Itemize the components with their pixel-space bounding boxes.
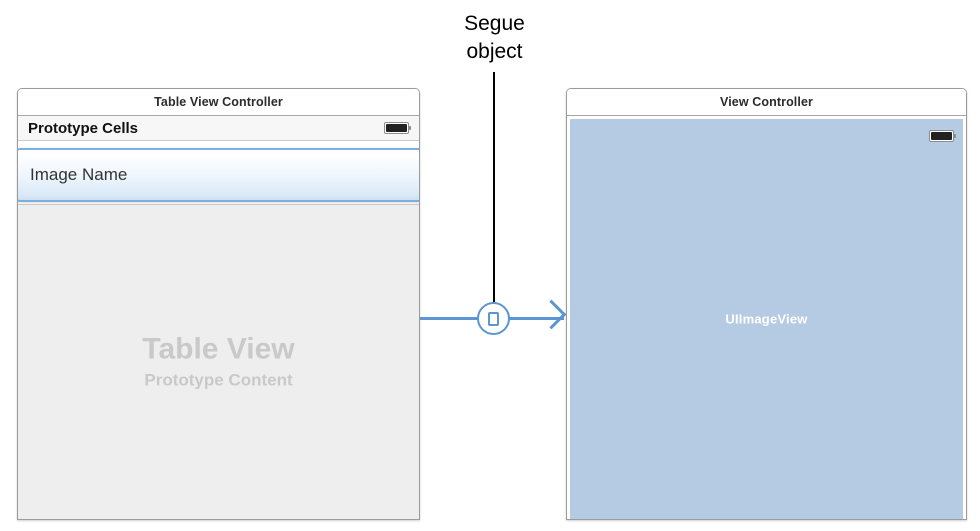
scene-titlebar-view-controller: View Controller xyxy=(567,89,966,116)
table-view-placeholder: Table View Prototype Content xyxy=(18,331,419,390)
segue-leader-line xyxy=(493,72,495,304)
view-controller-canvas[interactable]: UIImageView xyxy=(567,116,966,519)
segue-badge-icon[interactable] xyxy=(477,302,510,335)
uiimageview-label: UIImageView xyxy=(725,311,808,327)
scene-title-view-controller: View Controller xyxy=(720,95,813,109)
table-view[interactable]: Prototype Cells Image Name Table View Pr… xyxy=(18,116,419,519)
segue-caption-line-1: Segue xyxy=(464,12,525,35)
table-view-section-header: Prototype Cells xyxy=(18,116,419,141)
table-view-section-header-label: Prototype Cells xyxy=(28,119,139,137)
battery-icon xyxy=(384,122,411,134)
scene-table-view-controller[interactable]: Table View Controller Prototype Cells Im… xyxy=(17,88,420,520)
prototype-cell-label: Image Name xyxy=(30,165,128,184)
battery-icon xyxy=(929,130,956,142)
segue-push-glyph-icon xyxy=(488,311,499,326)
scene-view-controller[interactable]: View Controller UIImageView xyxy=(566,88,967,520)
prototype-cell[interactable]: Image Name xyxy=(18,148,419,202)
scene-titlebar-table-view-controller: Table View Controller xyxy=(18,89,419,116)
table-view-content-area[interactable]: Table View Prototype Content xyxy=(18,204,419,519)
uiimageview[interactable]: UIImageView xyxy=(570,119,963,519)
segue-object-caption: Segue object xyxy=(412,10,577,65)
segue-caption-line-2: object xyxy=(466,39,523,63)
segue-arrow-icon xyxy=(536,299,567,330)
scene-title-table-view-controller: Table View Controller xyxy=(154,95,283,109)
table-view-placeholder-title: Table View xyxy=(142,332,295,366)
table-view-placeholder-subtitle: Prototype Content xyxy=(144,370,293,390)
